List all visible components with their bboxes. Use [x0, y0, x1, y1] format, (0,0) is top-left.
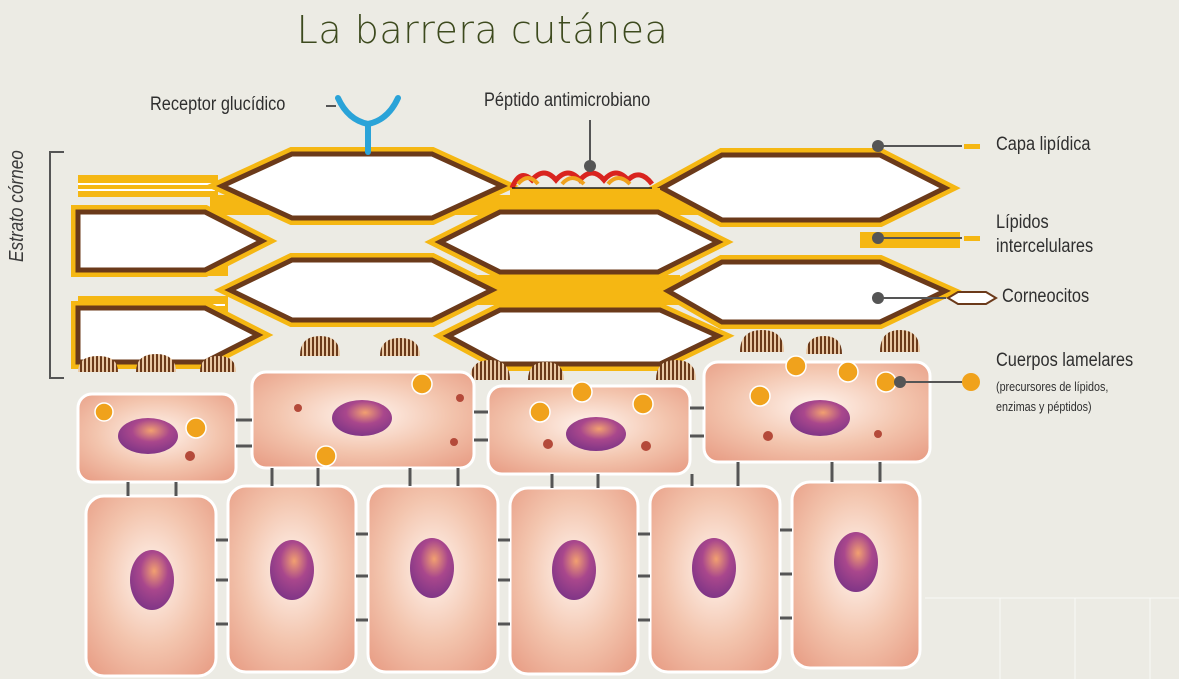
- label-peptido: Péptido antimicrobiano: [484, 90, 650, 112]
- label-receptor: Receptor glucídico: [150, 94, 285, 116]
- cuerpo-lamelar-swatch: [962, 373, 980, 391]
- diagram-title: La barrera cutánea: [0, 8, 965, 52]
- corneocyte: [230, 260, 492, 320]
- label-cuerpos-note-2: enzimas y péptidos): [996, 398, 1092, 416]
- label-estrato-corneo: Estrato córneo: [6, 150, 29, 262]
- label-corneocitos: Corneocitos: [1002, 286, 1089, 308]
- corneocyte: [222, 154, 502, 218]
- label-lipidos-line1: Lípidos: [996, 212, 1049, 234]
- label-cuerpos-note-1: (precursores de lípidos,: [996, 378, 1108, 396]
- spinous-cells: [86, 462, 920, 676]
- corneocyte: [448, 310, 718, 364]
- receptor-glucidico: [338, 98, 398, 152]
- corneocyte: [668, 262, 945, 322]
- peptido-antimicrobiano: [512, 173, 652, 188]
- stratum-corneum: [78, 154, 960, 364]
- label-capa-lipidica: Capa lipídica: [996, 134, 1090, 156]
- lipidos-swatch: [964, 236, 980, 241]
- estrato-bracket: [50, 152, 64, 378]
- corneocyte: [662, 155, 945, 220]
- background-grid: [925, 598, 1179, 679]
- corneocyte: [440, 212, 718, 272]
- label-cuerpos-lamelares: Cuerpos lamelares: [996, 350, 1133, 372]
- corneocito-swatch: [948, 292, 996, 304]
- corneocyte: [78, 308, 258, 362]
- capa-lipidica-swatch: [964, 144, 980, 149]
- label-lipidos-line2: intercelulares: [996, 236, 1093, 258]
- corneocyte: [78, 212, 262, 270]
- legend-swatches: [948, 144, 996, 391]
